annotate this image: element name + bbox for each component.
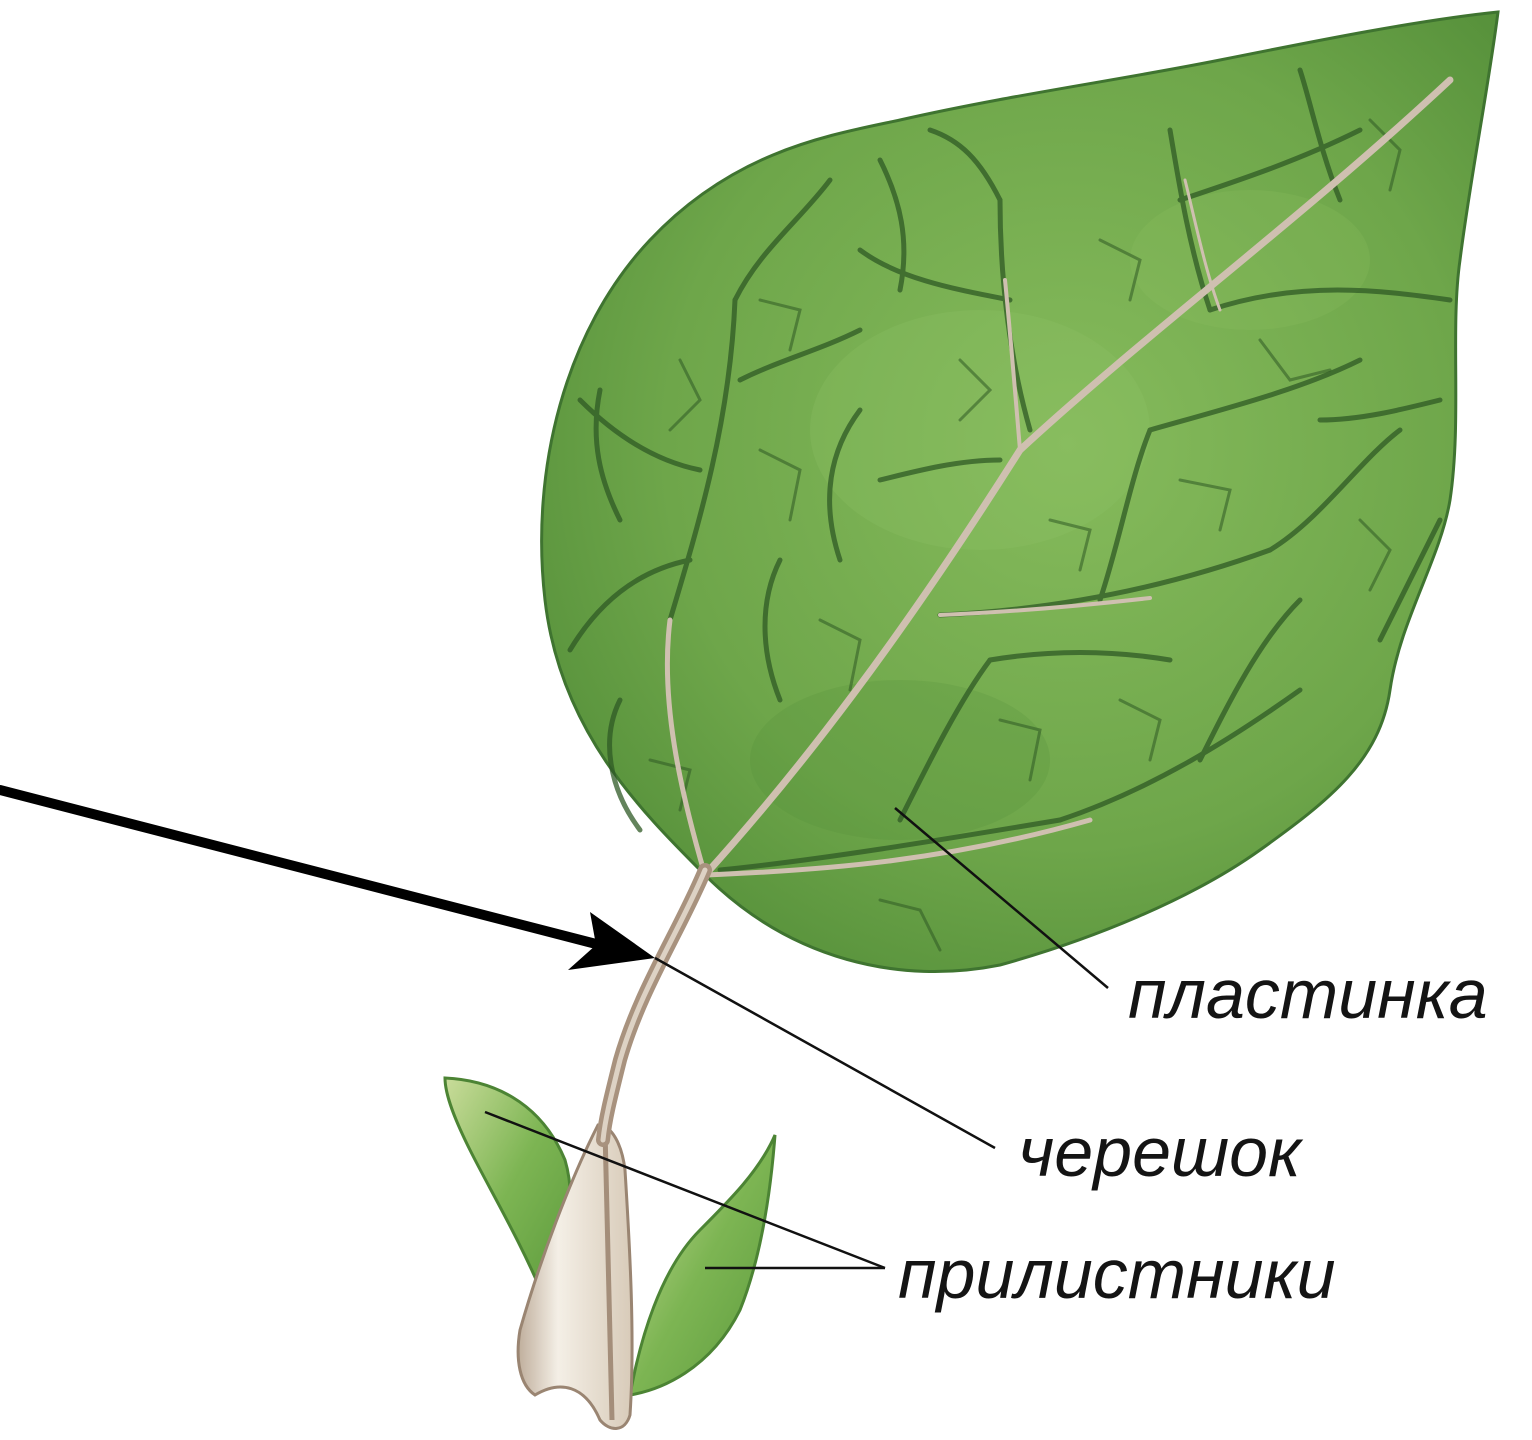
label-petiole: черешок <box>1018 1113 1304 1191</box>
label-stipules: прилистники <box>898 1235 1336 1313</box>
leader-line-petiole <box>655 958 995 1148</box>
pointer-arrow <box>0 790 655 970</box>
stipule-right <box>630 1135 775 1395</box>
label-blade: пластинка <box>1128 955 1488 1033</box>
petiole <box>603 870 705 1140</box>
